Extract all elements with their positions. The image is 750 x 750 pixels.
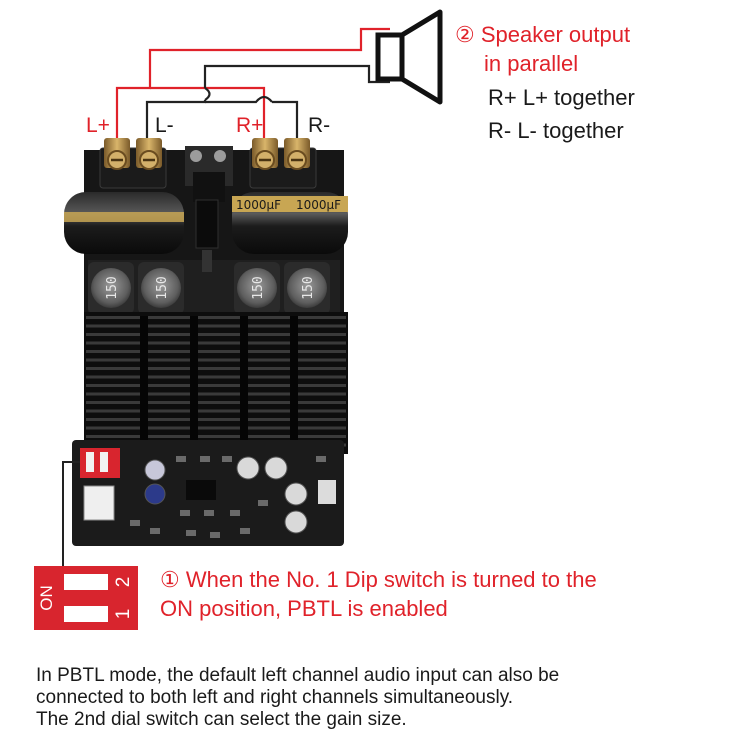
inductor-3: 150 [234, 262, 280, 314]
wire-red-rplus [150, 86, 266, 152]
dip-switch-enlarged: ON 2 1 [34, 566, 138, 630]
dip-pointer-line [62, 461, 80, 566]
capacitor-right: 1000μF 1000μF [232, 192, 348, 254]
control-board [72, 440, 344, 546]
heatsink-channel [290, 316, 298, 452]
terminal-label-l-minus: L- [155, 114, 174, 137]
speaker-rule-minus: R- L- together [488, 118, 624, 143]
dip-on-label: ON [37, 585, 56, 611]
capacitor-left [64, 192, 184, 254]
smd-component [316, 456, 326, 462]
heatsink-fin [86, 358, 346, 362]
pbtl-note-line1: In PBTL mode, the default left channel a… [36, 665, 560, 686]
capacitor-marking-1: 1000μF [236, 198, 281, 212]
heatsink-fin [86, 384, 346, 387]
terminal-block-left [99, 138, 167, 189]
smd-component [176, 456, 186, 462]
speaker-rule-plus: R+ L+ together [488, 85, 635, 110]
inductor-marking-1: 150 [105, 276, 120, 299]
heatsink-fin [86, 392, 346, 396]
inductor-2: 150 [138, 262, 184, 314]
dip-num-2: 2 [113, 577, 134, 588]
heatsink-fin [86, 333, 346, 336]
smd-component [240, 528, 250, 534]
heatsink-channel [240, 316, 248, 452]
heatsink-fin [86, 367, 346, 370]
smd-component [230, 510, 240, 516]
pbtl-note-line2: connected to both left and right channel… [36, 687, 514, 708]
heatsink-fin [86, 375, 346, 379]
smd-component [204, 510, 214, 516]
smd-component [186, 530, 196, 536]
terminal-label-r-minus: R- [308, 114, 331, 137]
heatsink [84, 312, 348, 454]
wire-red-lplus [115, 27, 390, 152]
wire-black-rminus [272, 100, 299, 152]
smd-component [222, 456, 232, 462]
heatsink-fin [86, 324, 346, 328]
heatsink-fin [86, 316, 346, 319]
wire-black-rminus-hop [205, 95, 273, 104]
terminal-label-r-plus: R+ [236, 114, 264, 137]
inductor-1: 150 [88, 262, 134, 314]
smd-component [210, 532, 220, 538]
terminal-block-right [249, 138, 317, 189]
heatsink-channel [140, 316, 148, 452]
heatsink-fin [86, 341, 346, 345]
dip-callout-line2: ON position, PBTL is enabled [160, 596, 448, 621]
inductor-marking-3: 150 [251, 276, 266, 299]
smd-component [258, 500, 268, 506]
speaker-icon [375, 9, 443, 105]
inductor-4: 150 [284, 262, 330, 314]
wire-black-lminus [203, 64, 390, 88]
input-connector [83, 485, 115, 521]
power-connector [185, 146, 233, 272]
heatsink-fin [86, 435, 346, 438]
wire-group [115, 27, 390, 152]
smd-component [150, 528, 160, 534]
heatsink-fin [86, 418, 346, 421]
terminal-label-l-plus: L+ [86, 114, 110, 137]
capacitor-marking-2: 1000μF [296, 198, 341, 212]
heatsink-fin [86, 401, 346, 404]
amplifier-board: 1000μF 1000μF 150 150 150 150 [64, 138, 348, 546]
speaker-callout-heading: ② Speaker output [455, 22, 631, 47]
smd-component [180, 510, 190, 516]
heatsink-fin [86, 350, 346, 353]
dip-switch-2-lever [64, 606, 108, 622]
smd-component [200, 456, 210, 462]
wire-black-crossing-hop [204, 87, 211, 101]
pbtl-note-line3: The 2nd dial switch can select the gain … [36, 709, 407, 730]
dip-num-1: 1 [113, 609, 134, 620]
inductor-marking-2: 150 [155, 276, 170, 299]
heatsink-fin [86, 409, 346, 413]
heatsink-fin [86, 426, 346, 430]
speaker-callout-heading-line2: in parallel [484, 51, 579, 76]
inductor-marking-4: 150 [301, 276, 316, 299]
dip-switch-1-lever [64, 574, 108, 590]
dip-callout-line1: ① When the No. 1 Dip switch is turned to… [160, 567, 597, 592]
smd-component [130, 520, 140, 526]
heatsink-channel [190, 316, 198, 452]
pbtl-note: In PBTL mode, the default left channel a… [36, 665, 736, 731]
